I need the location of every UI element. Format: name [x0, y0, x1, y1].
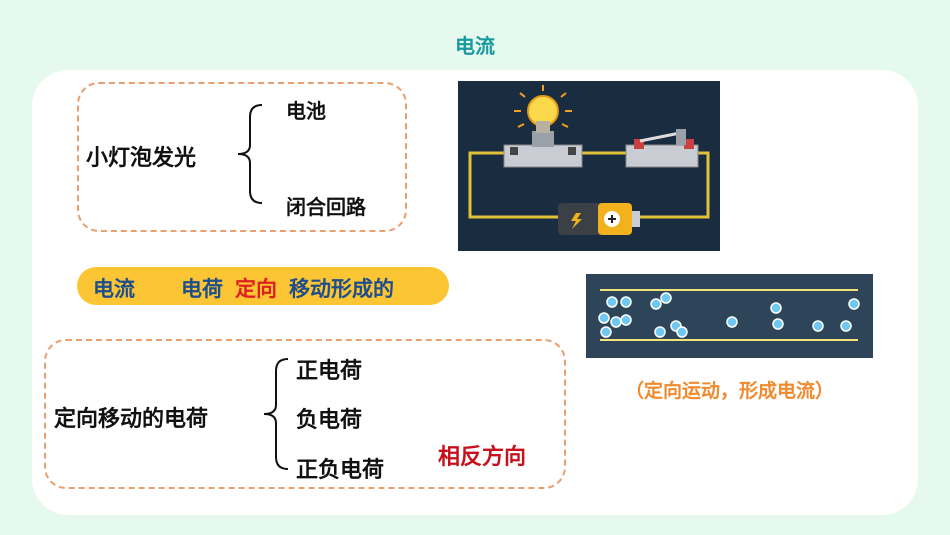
definition-banner: 电流 电荷 定向 移动形成的: [77, 267, 449, 305]
positive-charge-label: 正电荷: [296, 359, 363, 384]
current-term: 电流: [93, 277, 135, 301]
definition-part2: 移动形成的: [289, 277, 394, 301]
switch-icon: [625, 129, 699, 168]
moving-charges-label: 定向移动的电荷: [54, 407, 209, 432]
lightbulb-icon: [514, 85, 572, 133]
moving-charges-box: [44, 339, 566, 489]
both-charges-label: 正负电荷: [296, 458, 385, 483]
bulb-lighting-box: [77, 82, 407, 232]
definition-highlight: 定向: [235, 277, 277, 301]
charge-flow-illustration: [586, 274, 873, 358]
page-title: 电流: [455, 34, 495, 58]
definition-part1: 电荷: [181, 277, 223, 301]
bulb-lighting-label: 小灯泡发光: [86, 146, 197, 171]
opposite-direction-note: 相反方向: [438, 445, 527, 470]
battery-icon: [558, 203, 640, 235]
brace-2: [263, 358, 289, 470]
electron-icons: [598, 292, 860, 338]
flow-caption: （定向运动，形成电流）: [624, 380, 834, 402]
negative-charge-label: 负电荷: [296, 408, 363, 433]
brace-1: [237, 104, 263, 204]
closed-loop-label: 闭合回路: [286, 195, 366, 219]
battery-label: 电池: [286, 99, 326, 123]
circuit-illustration: [458, 81, 720, 251]
